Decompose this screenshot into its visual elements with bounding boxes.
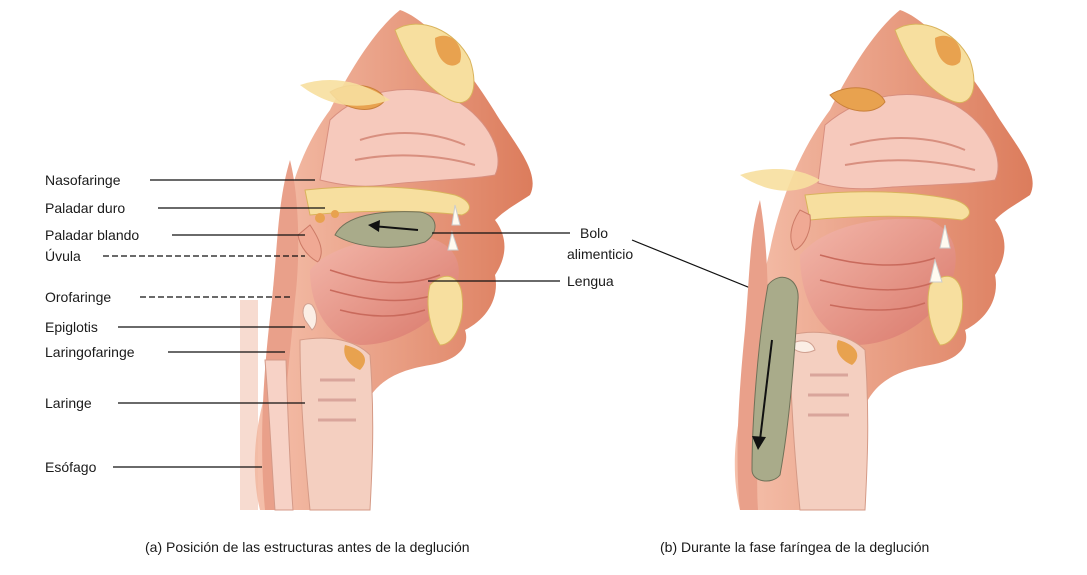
panel-a-anatomy — [240, 10, 533, 511]
label-laringofaringe: Laringofaringe — [45, 344, 135, 360]
label-epiglotis: Epiglotis — [45, 319, 98, 335]
label-paladar-blando: Paladar blando — [45, 227, 140, 243]
panel-b-anatomy — [734, 10, 1033, 511]
caption-b: (b) Durante la fase faríngea de la deglu… — [660, 539, 930, 555]
label-bolo-line2: alimenticio — [567, 246, 634, 262]
label-esofago: Esófago — [45, 459, 97, 475]
caption-a: (a) Posición de las estructuras antes de… — [145, 539, 470, 555]
label-lengua: Lengua — [567, 273, 614, 289]
label-uvula: Úvula — [45, 248, 81, 264]
label-paladar-duro: Paladar duro — [45, 200, 126, 216]
label-orofaringe: Orofaringe — [45, 289, 112, 305]
label-laringe: Laringe — [45, 395, 92, 411]
label-bolo-line1: Bolo — [580, 225, 609, 241]
label-nasofaringe: Nasofaringe — [45, 172, 121, 188]
